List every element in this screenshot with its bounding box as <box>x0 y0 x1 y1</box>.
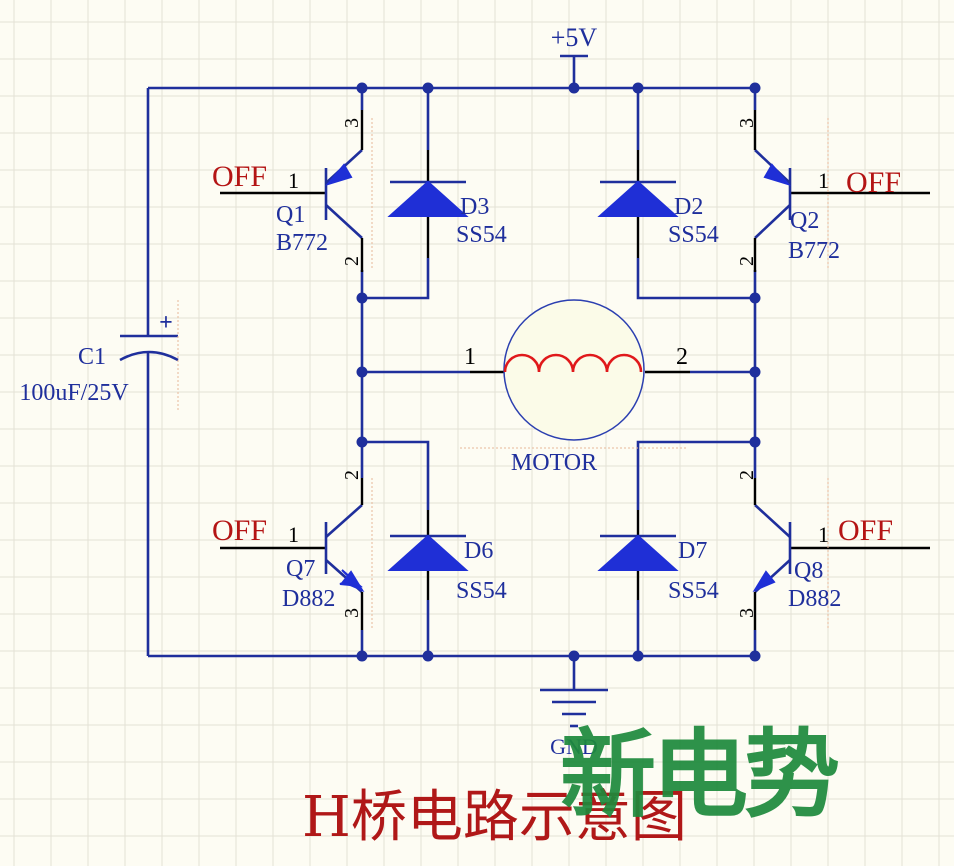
q8-part: D882 <box>788 586 841 612</box>
capacitor-value: 100uF/25V <box>19 380 129 406</box>
d7-ref: D7 <box>678 538 707 564</box>
ground-label: GND <box>550 734 598 759</box>
q1-part: B772 <box>276 230 328 256</box>
q7-base-pin: 1 <box>288 522 299 547</box>
transistor-q8: 2 3 1 OFF Q8 D882 <box>736 470 930 630</box>
transistor-q7: 2 3 1 OFF Q7 D882 <box>212 470 373 630</box>
diode-d6: D6 SS54 <box>387 510 507 604</box>
d3-part: SS54 <box>456 222 507 248</box>
q1-base-pin: 1 <box>288 168 299 193</box>
q1-collector-pin: 3 <box>341 118 363 128</box>
motor: 1 2 MOTOR <box>460 299 690 476</box>
diode-d7: D7 SS54 <box>597 510 719 604</box>
motor-label: MOTOR <box>511 450 597 476</box>
q8-collector-pin: 2 <box>736 470 758 480</box>
q8-base-pin: 1 <box>818 522 829 547</box>
diode-d3: D3 SS54 <box>387 150 507 258</box>
capacitor-polarity: + <box>159 310 173 336</box>
q8-emitter-pin: 3 <box>736 608 758 618</box>
d6-part: SS54 <box>456 578 507 604</box>
q2-control-label: OFF <box>846 166 901 199</box>
q2-emitter-pin: 2 <box>736 256 758 266</box>
q2-collector-pin: 3 <box>736 118 758 128</box>
q7-control-label: OFF <box>212 514 267 547</box>
ground-symbol: GND <box>540 688 608 759</box>
watermark-logo: 新电势 <box>560 719 838 831</box>
q1-control-label: OFF <box>212 160 267 193</box>
supply-label: +5V <box>551 23 598 52</box>
q2-base-pin: 1 <box>818 168 829 193</box>
junction-dots <box>356 82 761 662</box>
diode-d2: D2 SS54 <box>597 150 719 258</box>
q1-emitter-pin: 2 <box>341 256 363 266</box>
q2-part: B772 <box>788 238 840 264</box>
d6-ref: D6 <box>464 538 493 564</box>
transistor-q1: 3 2 1 OFF Q1 B772 <box>212 110 373 272</box>
d2-part: SS54 <box>668 222 719 248</box>
q7-ref: Q7 <box>286 556 315 582</box>
capacitor-ref: C1 <box>78 344 106 370</box>
q8-control-label: OFF <box>838 514 893 547</box>
motor-coil <box>503 353 643 373</box>
q1-ref: Q1 <box>276 202 305 228</box>
d2-ref: D2 <box>674 194 703 220</box>
capacitor-c1: + C1 100uF/25V <box>19 300 179 412</box>
q8-ref: Q8 <box>794 558 823 584</box>
d3-ref: D3 <box>460 194 489 220</box>
motor-pin-left: 1 <box>464 344 476 370</box>
q7-part: D882 <box>282 586 335 612</box>
q7-collector-pin: 2 <box>341 470 363 480</box>
q2-ref: Q2 <box>790 208 819 234</box>
motor-pin-right: 2 <box>676 344 688 370</box>
diagram-caption: H桥电路示意图 <box>302 785 687 850</box>
q7-emitter-pin: 3 <box>341 608 363 618</box>
transistor-q2: 3 2 1 OFF Q2 B772 <box>736 110 930 272</box>
d7-part: SS54 <box>668 578 719 604</box>
